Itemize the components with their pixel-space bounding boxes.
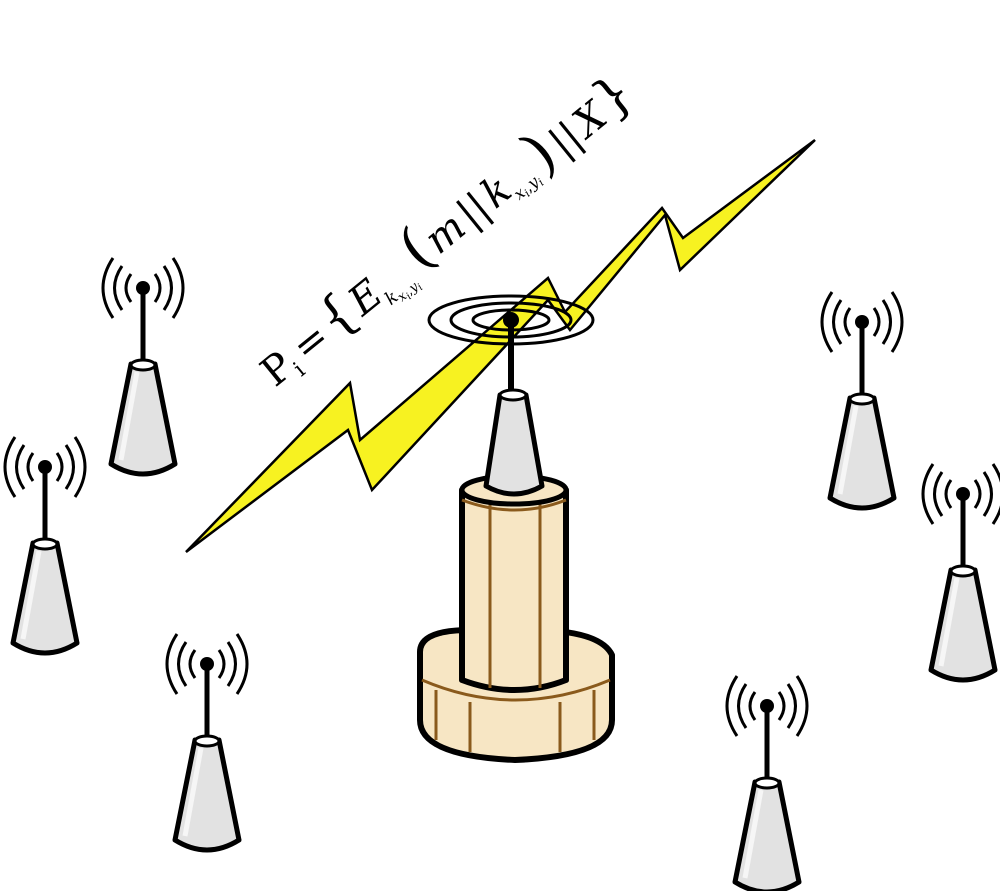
sensor-node-top-right: [822, 292, 902, 508]
svg-text:Pi={Ekxi,yi(m||kxi,yi)||X}: Pi={Ekxi,yi(m||kxi,yi)||X}: [241, 55, 647, 403]
formula-k-sub-yi: i: [536, 176, 547, 188]
sensor-node-bottom-left: [167, 634, 247, 850]
formula-k-sub-xi: i: [522, 187, 533, 199]
formula-E-sub-xi: i: [404, 291, 413, 302]
packet-formula: Pi={Ekxi,yi(m||kxi,yi)||X}: [241, 55, 647, 403]
sensor-node-mid-right: [923, 464, 1000, 680]
base-station: [417, 294, 615, 763]
signal-bolt: [185, 138, 816, 553]
sensor-node-bottom-right: [727, 676, 807, 891]
sensor-node-mid-left: [5, 437, 85, 653]
sensor-node-top-left: [103, 258, 183, 474]
formula-E-sub-yi: i: [416, 282, 425, 293]
